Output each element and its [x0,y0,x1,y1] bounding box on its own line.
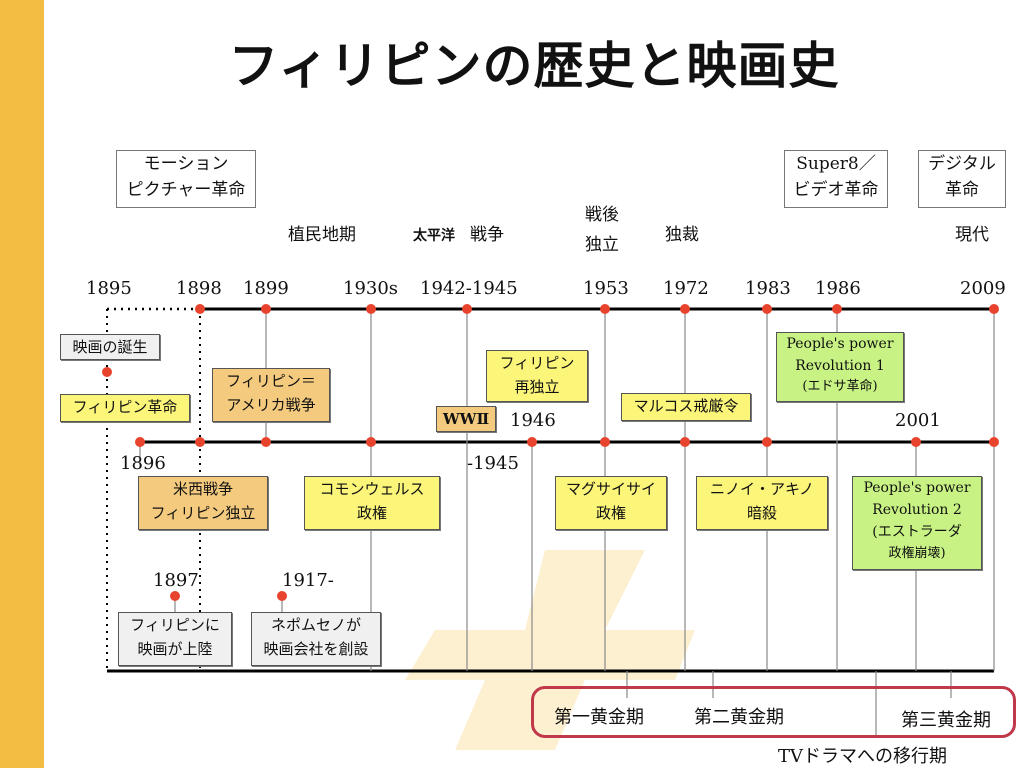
golden-age-highlight [531,686,1016,738]
super8-video-revolution-box: Super8／ ビデオ革命 [784,150,888,208]
box-line: 革命 [945,180,979,200]
era-modern: 現代 [955,225,989,245]
era-colonial: 植民地期 [288,225,356,245]
box-line: デジタル [928,154,996,174]
watermark-logo [405,550,695,750]
period-tv-transition: TVドラマへの移行期 [778,746,948,767]
box-line: Super8／ [796,154,876,174]
year-1897: 1897 [153,570,199,591]
year-1953: 1953 [583,278,629,299]
box-line: フィリピン [499,354,575,372]
event-commonwealth: コモンウェルス 政権 [304,476,440,530]
year-1898: 1898 [176,278,222,299]
box-line: 政権 [595,504,626,522]
box-line: コモンウェルス [319,480,425,498]
box-line: ピクチャー革命 [126,180,246,200]
year-1896: 1896 [120,453,166,474]
event-philippine-american-war: フィリピン＝ アメリカ戦争 [212,368,330,422]
box-line: 暗殺 [746,504,777,522]
year-minus-1945: -1945 [467,453,519,474]
box-line: アメリカ戦争 [226,396,316,414]
period-first-golden-age: 第一黄金期 [554,707,644,728]
box-line: フィリピン独立 [150,504,256,522]
motion-picture-revolution-box: モーション ピクチャー革命 [116,150,256,208]
box-line: Revolution 1 [795,358,885,374]
box-line: フィリピン＝ [226,372,316,390]
event-film-birth: 映画の誕生 [60,334,160,360]
year-1986: 1986 [815,278,861,299]
box-line: ニノイ・アキノ [710,480,814,498]
page-title: フィリピンの歴史と映画史 [228,36,840,95]
box-line: フィリピン革命 [72,398,178,416]
box-line: People's power [863,480,971,496]
period-second-golden-age: 第二黄金期 [694,707,784,728]
box-line: 映画が上陸 [137,640,213,658]
digital-revolution-box: デジタル 革命 [918,150,1006,208]
box-line: Revolution 2 [872,502,962,518]
event-peoples-power-2: People's power Revolution 2 (エストラーダ 政権崩壊… [852,476,982,570]
year-1946: 1946 [510,410,556,431]
year-2001: 2001 [895,410,941,431]
box-line: (エストラーダ [872,524,962,540]
box-line: フィリピンに [130,616,220,634]
event-film-arrival: フィリピンに 映画が上陸 [118,612,232,666]
box-line: ビデオ革命 [793,180,879,200]
sidebar-accent [0,0,44,768]
box-line: (エドサ革命) [802,379,878,394]
box-line: 映画会社を創設 [263,640,369,658]
year-1917: 1917- [282,570,334,591]
box-line: 政権 [356,504,387,522]
year-1972: 1972 [663,278,709,299]
box-line: 再独立 [514,378,560,396]
event-peoples-power-1: People's power Revolution 1 (エドサ革命) [776,332,904,402]
year-1983: 1983 [745,278,791,299]
event-martial-law: マルコス戒厳令 [621,393,751,421]
year-1942-1945: 1942-1945 [420,278,518,299]
event-magsaysay: マグサイサイ 政権 [555,476,667,530]
era-postwar-b: 独立 [585,235,619,255]
box-line: People's power [786,336,894,352]
era-dictatorship: 独裁 [665,225,699,245]
year-1895: 1895 [86,278,132,299]
box-line: マグサイサイ [565,480,656,498]
box-line: 政権崩壊) [888,546,946,561]
event-ninoy-aquino: ニノイ・アキノ 暗殺 [696,476,828,530]
box-line: モーション [143,154,229,174]
box-line: 映画の誕生 [72,338,148,356]
event-wwii: WWⅡ [436,406,496,432]
box-line: ネポムセノが [270,616,361,634]
box-line: WWⅡ [442,410,490,428]
era-postwar-a: 戦後 [585,205,619,225]
event-reindependence: フィリピン 再独立 [486,350,588,402]
year-1930s: 1930s [343,278,399,299]
year-1899: 1899 [243,278,289,299]
year-2009: 2009 [960,278,1006,299]
event-nepomuceno: ネポムセノが 映画会社を創設 [251,612,381,666]
era-pacific-war-a: 太平洋 [413,228,455,244]
box-line: マルコス戒厳令 [633,397,739,415]
era-pacific-war-b: 戦争 [470,225,504,245]
event-philippine-revolution: フィリピン革命 [60,394,190,422]
box-line: 米西戦争 [172,480,233,498]
period-third-golden-age: 第三黄金期 [901,710,991,731]
event-spanish-american-war: 米西戦争 フィリピン独立 [138,476,268,530]
